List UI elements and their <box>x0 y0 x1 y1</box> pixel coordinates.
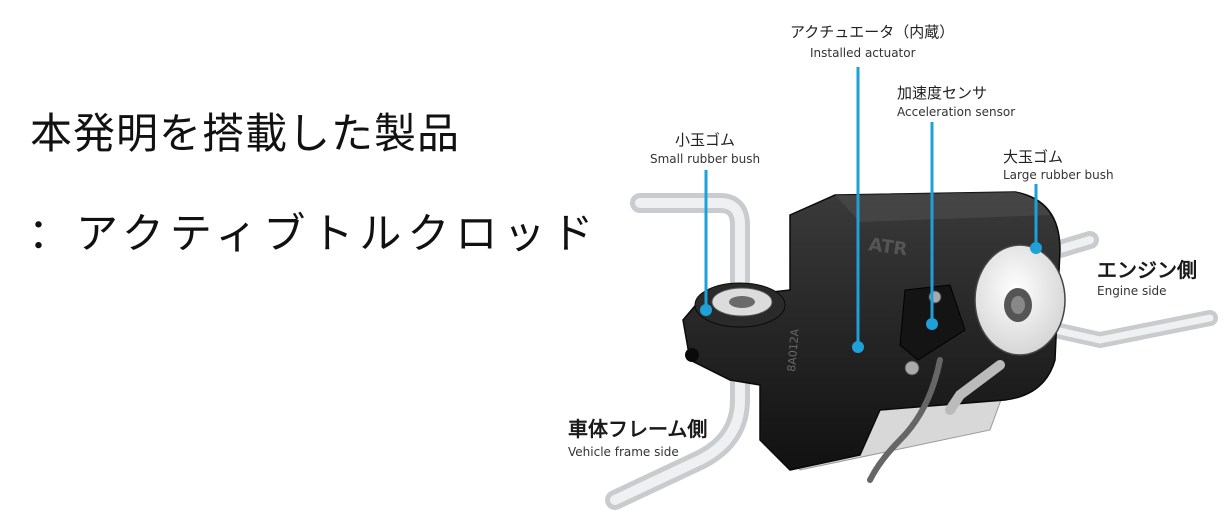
label-small-bush-en: Small rubber bush <box>650 152 760 166</box>
leader-sensor-dot <box>926 318 938 330</box>
label-actuator-jp: アクチュエータ（内蔵） <box>790 23 954 41</box>
label-engine-side-en: Engine side <box>1097 284 1167 298</box>
label-frame-side-jp: 車体フレーム側 <box>568 417 707 441</box>
label-small-bush-jp: 小玉ゴム <box>675 131 735 149</box>
part-code-mark: 8A012A <box>785 328 802 372</box>
label-frame-side-en: Vehicle frame side <box>568 445 679 459</box>
label-sensor-en: Acceleration sensor <box>897 105 1015 119</box>
leader-lines <box>700 67 1042 353</box>
label-large-bush-en: Large rubber bush <box>1003 168 1114 182</box>
page-title: 本発明を搭載した製品 <box>30 109 461 158</box>
label-large-bush-jp: 大玉ゴム <box>1003 148 1063 166</box>
label-engine-side-jp: エンジン側 <box>1097 258 1197 282</box>
leader-large-bush-dot <box>1030 242 1042 254</box>
leader-actuator-dot <box>852 341 864 353</box>
vehicle-frame-bracket <box>605 193 750 510</box>
page-subtitle: ：アクティブトルクロッド <box>28 209 600 258</box>
leader-small-bush-dot <box>700 304 712 316</box>
torque-rod-body: ATR 8A012A <box>682 191 1066 471</box>
label-sensor-jp: 加速度センサ <box>897 84 987 102</box>
label-actuator-en: Installed actuator <box>810 46 916 60</box>
